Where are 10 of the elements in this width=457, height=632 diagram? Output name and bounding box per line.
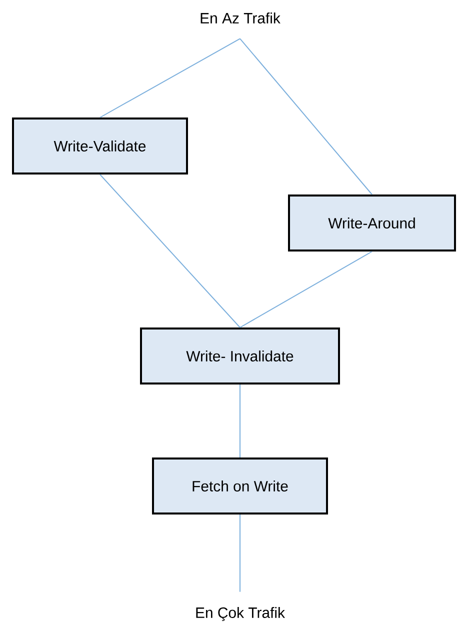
label-text: En Çok Trafik xyxy=(196,607,285,621)
label-text: En Az Trafik xyxy=(200,12,280,24)
process-box: Write-Around xyxy=(288,194,456,252)
connector-line xyxy=(240,251,372,328)
connector-line xyxy=(100,174,240,328)
process-box: Fetch on Write xyxy=(152,458,328,514)
process-box: Write-Validate xyxy=(12,118,188,174)
process-box: Write- Invalidate xyxy=(140,328,340,384)
connector-line xyxy=(240,38,372,195)
connector-line xyxy=(100,38,240,118)
